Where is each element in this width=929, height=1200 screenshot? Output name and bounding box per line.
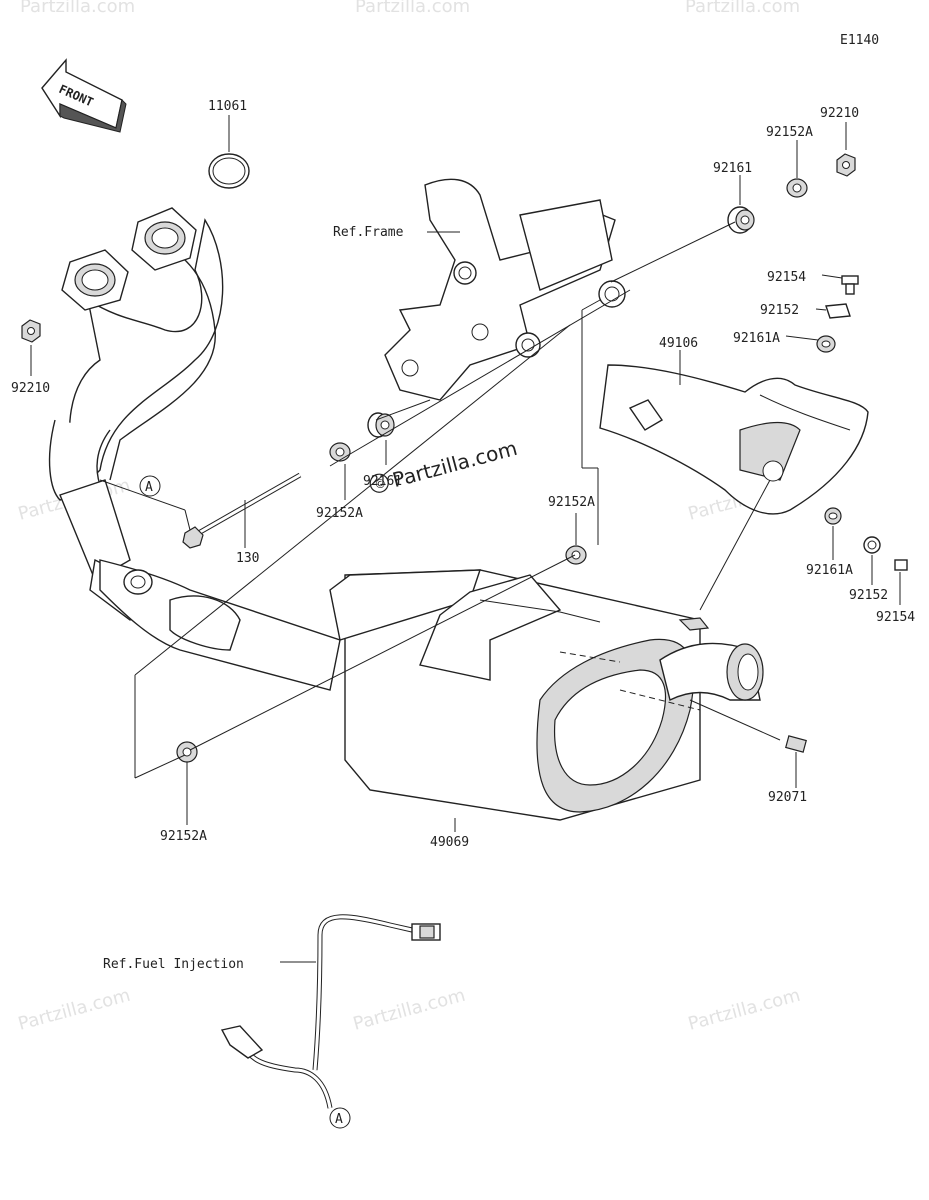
watermark-symbol: © bbox=[373, 476, 388, 493]
callout-a-label: A bbox=[335, 1112, 343, 1127]
callout-a: A bbox=[139, 475, 161, 497]
heat-guard bbox=[599, 364, 869, 515]
part-label-92154-top: 92154 bbox=[767, 270, 806, 285]
hardware bbox=[21, 153, 908, 763]
part-label-11061: 11061 bbox=[208, 99, 247, 114]
muffler bbox=[329, 569, 764, 821]
part-label-92071: 92071 bbox=[768, 790, 807, 805]
part-labels: 11061 92210 92210 92152A 92161 Ref.Frame… bbox=[11, 99, 915, 972]
part-label-92152a-top: 92152A bbox=[766, 125, 813, 140]
part-label-92152a-right: 92152A bbox=[548, 495, 595, 510]
part-label-130: 130 bbox=[236, 551, 259, 566]
watermark: Partzilla.com bbox=[351, 985, 468, 1035]
watermark-group: Partzilla.com Partzilla.com Partzilla.co… bbox=[16, 0, 803, 1035]
part-label-92161a-bottom: 92161A bbox=[806, 563, 853, 578]
ref-fuel-injection-label: Ref.Fuel Injection bbox=[103, 957, 244, 972]
part-label-92161-top: 92161 bbox=[713, 161, 752, 176]
leader-lines bbox=[30, 115, 901, 963]
part-label-92152-bottom: 92152 bbox=[849, 588, 888, 603]
part-label-92152a-bottom: 92152A bbox=[160, 829, 207, 844]
part-label-49069: 49069 bbox=[430, 835, 469, 850]
gasket-ring-inner bbox=[212, 157, 246, 185]
part-label-92161a-top: 92161A bbox=[733, 331, 780, 346]
part-label-92210-left: 92210 bbox=[11, 381, 50, 396]
diagram-code: E1140 bbox=[840, 33, 879, 48]
part-label-49106: 49106 bbox=[659, 336, 698, 351]
frame-bracket bbox=[384, 178, 626, 401]
part-label-92210-right: 92210 bbox=[820, 106, 859, 121]
watermark: Partzilla.com bbox=[20, 0, 135, 17]
exhaust-header-pipe bbox=[48, 207, 224, 621]
callout-a: A bbox=[329, 1107, 351, 1129]
part-label-92154-bottom: 92154 bbox=[876, 610, 915, 625]
part-label-92152a-mid: 92152A bbox=[316, 506, 363, 521]
watermark-center: Partzilla.com bbox=[390, 436, 520, 492]
watermark: Partzilla.com bbox=[355, 0, 470, 17]
part-label-92152-top: 92152 bbox=[760, 303, 799, 318]
callout-a-label: A bbox=[145, 480, 153, 495]
fuel-injection-harness bbox=[220, 914, 441, 1109]
gasket-ring bbox=[208, 153, 250, 189]
watermark: Partzilla.com bbox=[16, 985, 133, 1035]
ref-frame-label: Ref.Frame bbox=[333, 225, 404, 240]
watermark: Partzilla.com bbox=[686, 985, 803, 1035]
watermark: Partzilla.com bbox=[685, 0, 800, 17]
front-arrow-icon: FRONT bbox=[41, 58, 127, 133]
mid-pipe bbox=[99, 559, 341, 691]
